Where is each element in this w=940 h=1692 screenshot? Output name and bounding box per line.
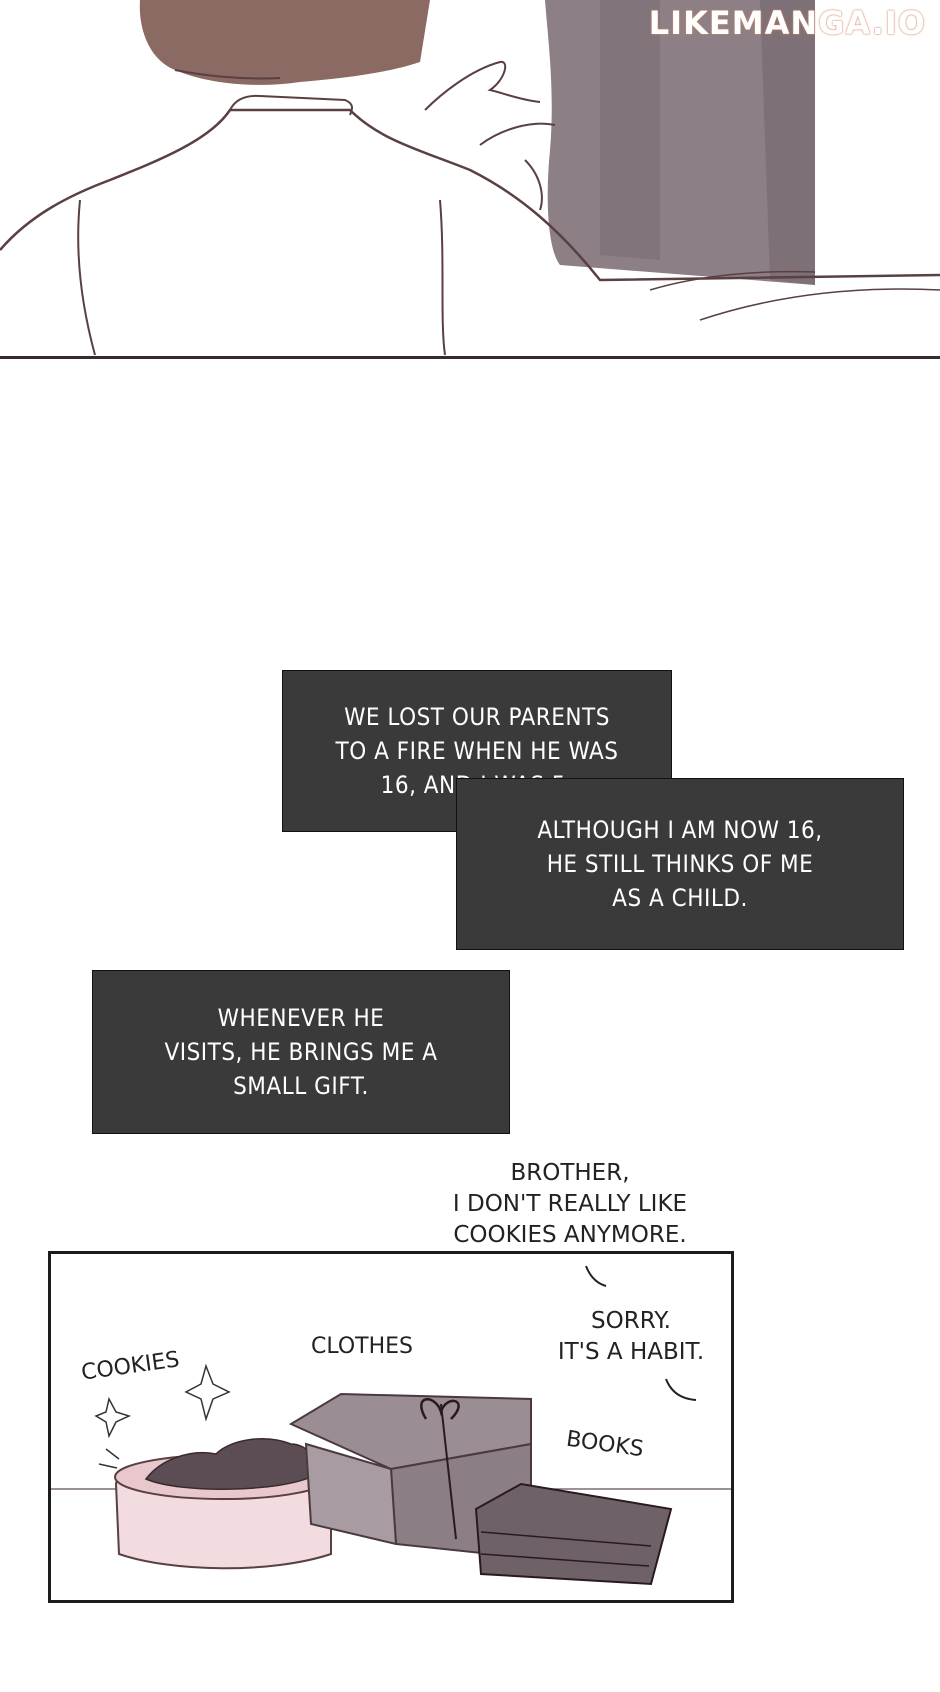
narration-box-3: WHENEVER HE VISITS, HE BRINGS ME A SMALL…: [92, 970, 510, 1134]
watermark: LIKEMANGA.IO: [648, 4, 926, 42]
label-clothes: CLOTHES: [311, 1334, 413, 1359]
panel-divider: [0, 356, 940, 359]
dialogue-line-2: SORRY. IT'S A HABIT.: [557, 1308, 705, 1365]
top-panel-illustration: [0, 0, 940, 356]
gifts-illustration: [51, 1265, 731, 1586]
gifts-panel: COOKIES CLOTHES BOOKS SORRY. IT'S A HABI…: [48, 1251, 734, 1603]
narration-box-2: ALTHOUGH I AM NOW 16, HE STILL THINKS OF…: [456, 778, 904, 950]
top-panel: LIKEMANGA.IO: [0, 0, 940, 358]
dialogue-line-1: BROTHER, I DON'T REALLY LIKE COOKIES ANY…: [452, 1160, 688, 1248]
